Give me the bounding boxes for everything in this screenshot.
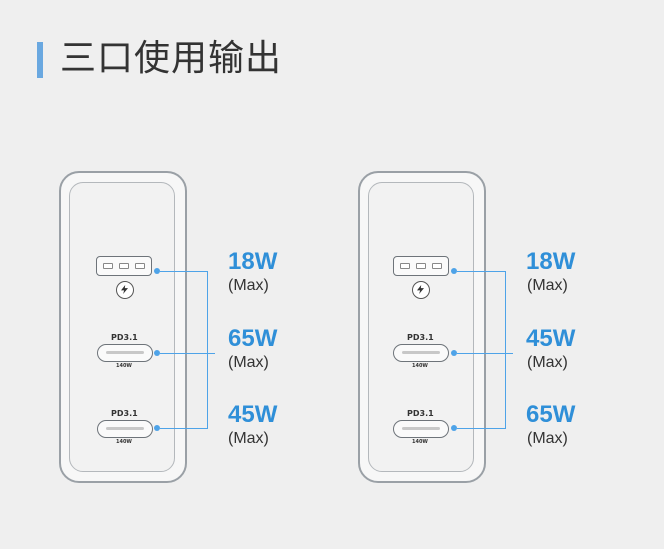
usb-c-port-2 [97, 420, 153, 438]
connector-dot [451, 425, 457, 431]
page-title: 三口使用输出 [60, 38, 283, 79]
connector-dot [154, 425, 160, 431]
title-accent-bar [37, 42, 43, 78]
usb-a-port [96, 256, 152, 276]
output-max: (Max) [527, 430, 568, 447]
connector-line [457, 353, 513, 354]
connector-dot [451, 268, 457, 274]
connector-line [457, 271, 505, 272]
output-max: (Max) [228, 277, 269, 294]
output-max: (Max) [527, 277, 568, 294]
pd-label: PD3.1 [405, 333, 436, 343]
port-watt-label: 140W [412, 363, 428, 369]
pd-label: PD3.1 [109, 409, 140, 419]
output-watt: 45W [228, 401, 278, 428]
connector-line [160, 271, 207, 272]
connector-line [160, 428, 207, 429]
usb-c-port-1 [97, 344, 153, 362]
port-watt-label: 140W [116, 363, 132, 369]
port-watt-label: 140W [412, 439, 428, 445]
usb-c-port-1 [393, 344, 449, 362]
connector-line [457, 428, 505, 429]
bracket-line [505, 271, 506, 429]
output-watt: 65W [526, 401, 576, 428]
usb-a-port [393, 256, 449, 276]
connector-dot [154, 350, 160, 356]
pd-label: PD3.1 [109, 333, 140, 343]
bracket-line [207, 271, 208, 429]
quick-charge-icon [412, 281, 430, 299]
output-watt: 18W [228, 248, 278, 275]
output-max: (Max) [527, 354, 568, 371]
output-watt: 65W [228, 325, 278, 352]
output-watt: 18W [526, 248, 576, 275]
connector-line [160, 353, 215, 354]
output-max: (Max) [228, 354, 269, 371]
quick-charge-icon [116, 281, 134, 299]
output-max: (Max) [228, 430, 269, 447]
port-watt-label: 140W [116, 439, 132, 445]
usb-c-port-2 [393, 420, 449, 438]
output-watt: 45W [526, 325, 576, 352]
connector-dot [451, 350, 457, 356]
pd-label: PD3.1 [405, 409, 436, 419]
connector-dot [154, 268, 160, 274]
